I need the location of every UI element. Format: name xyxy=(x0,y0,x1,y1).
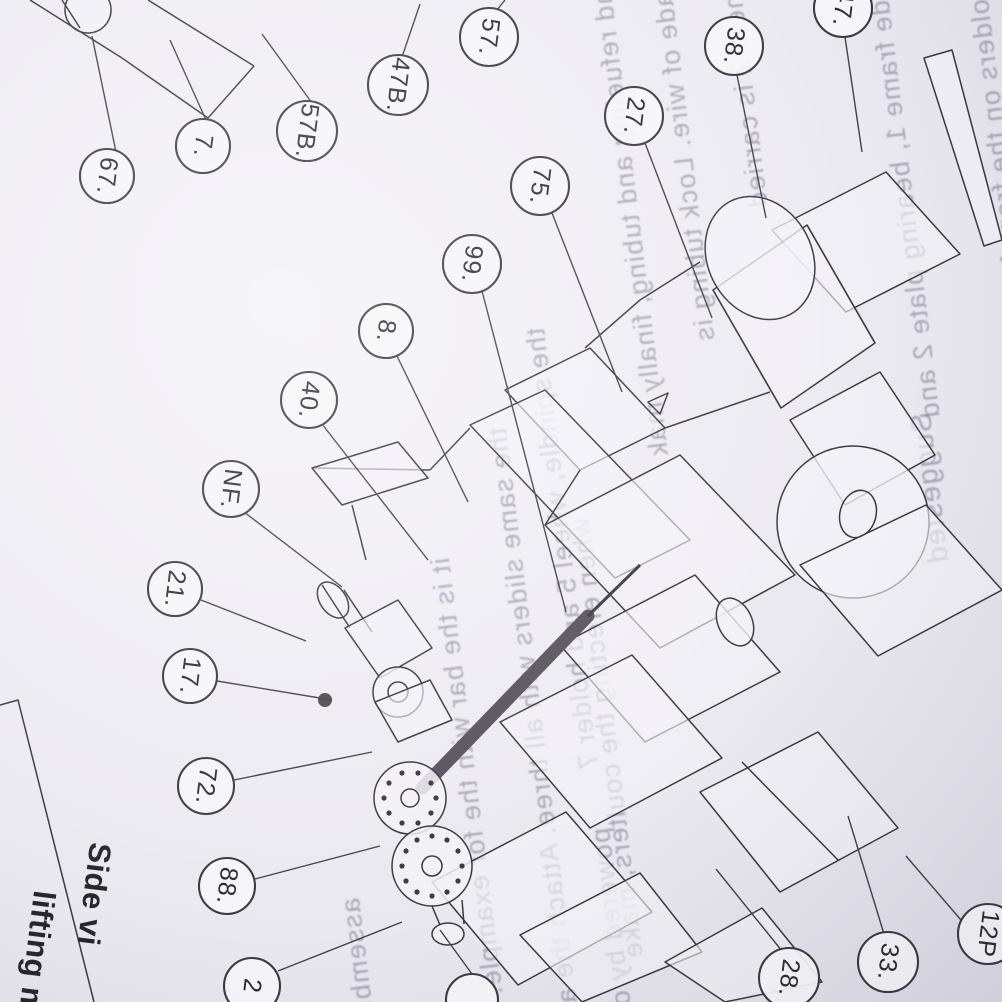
callout-circle xyxy=(441,233,503,295)
bolt-head xyxy=(318,693,332,707)
callout-circle xyxy=(201,459,261,519)
callout-27: 27. xyxy=(603,85,665,147)
callout-partial-bottom xyxy=(444,972,500,1002)
callout-circle xyxy=(458,6,520,68)
callout-label: NF. xyxy=(215,467,248,511)
dark-rod xyxy=(415,609,595,795)
callout-label: 75. xyxy=(524,166,556,207)
cropped-part-circle xyxy=(64,0,112,34)
callout-circle xyxy=(956,902,1002,966)
callout-circle xyxy=(174,117,232,175)
leader-lines xyxy=(91,0,962,975)
callout-circle xyxy=(222,956,282,1002)
callout-label: 33. xyxy=(872,942,904,983)
flange-upper-bolts xyxy=(381,770,439,826)
callout-57: 57. xyxy=(458,6,520,68)
callout-12P: 12P xyxy=(956,902,1002,966)
callout-circle xyxy=(275,99,339,163)
callout-circle xyxy=(757,946,821,1002)
callout-75: 75. xyxy=(509,155,571,217)
callout-8: 8. xyxy=(357,302,415,360)
callout-label: 21. xyxy=(159,569,191,610)
callout-21: 21. xyxy=(146,560,204,618)
callout-circle xyxy=(703,15,765,77)
callout-circle xyxy=(279,370,339,430)
callout-label: 7. xyxy=(188,133,219,159)
callout-17: 17. xyxy=(161,647,219,705)
callout-28: 28. xyxy=(757,946,821,1002)
callout-circle xyxy=(176,756,236,816)
callout-label: 99. xyxy=(456,244,488,285)
callout-label: 12P xyxy=(971,909,1002,960)
callout-38: 38. xyxy=(703,15,765,77)
callout-NF: NF. xyxy=(201,459,261,519)
callout-label: 88. xyxy=(211,866,243,907)
callout-circle xyxy=(509,155,571,217)
callout-99: 99. xyxy=(441,233,503,295)
callout-circle xyxy=(366,53,430,117)
flange-lower-bolts xyxy=(399,833,465,899)
callout-47B: 47B. xyxy=(366,53,430,117)
callout-57B: 57B. xyxy=(275,99,339,163)
callout-label: 57. xyxy=(473,17,505,58)
callout-label: 28. xyxy=(773,958,805,999)
callout-label: 57B. xyxy=(290,102,325,160)
triangle-marker xyxy=(647,392,669,415)
wheel-hub xyxy=(838,489,878,539)
callout-label: 67. xyxy=(91,156,123,197)
callout-67: 67. xyxy=(78,147,136,205)
callout-circle xyxy=(603,85,665,147)
caption-box-border xyxy=(0,699,95,1002)
callout-7: 7. xyxy=(174,117,232,175)
callout-label: 2 xyxy=(237,977,267,995)
callouts: 67. 7. 57B. 47B. 57. 27. xyxy=(78,0,1002,1002)
callout-circle xyxy=(357,302,415,360)
callout-circle xyxy=(146,560,204,618)
callout-label: 27. xyxy=(618,96,650,137)
callout-circle xyxy=(197,856,257,916)
callout-label: 8. xyxy=(371,318,402,344)
callout-33: 33. xyxy=(856,930,920,994)
callout-circle xyxy=(161,647,219,705)
callout-2-cropped: 2 xyxy=(222,956,282,1002)
callout-40: 40. xyxy=(279,370,339,430)
callout-circle xyxy=(78,147,136,205)
callout-72: 72. xyxy=(176,756,236,816)
callout-label: 17. xyxy=(174,656,206,697)
callout-label: 47B. xyxy=(381,56,416,114)
callout-label: 47. xyxy=(827,0,859,28)
cropped-part-lines xyxy=(29,0,255,119)
callout-label: 72. xyxy=(190,766,222,807)
callout-88: 88. xyxy=(197,856,257,916)
callout-47: 47. xyxy=(812,0,874,39)
callout-label: 40. xyxy=(293,380,325,421)
callout-label: 38. xyxy=(718,26,750,67)
callout-circle xyxy=(856,930,920,994)
callout-circle xyxy=(812,0,874,39)
callout-circle xyxy=(444,972,500,1002)
